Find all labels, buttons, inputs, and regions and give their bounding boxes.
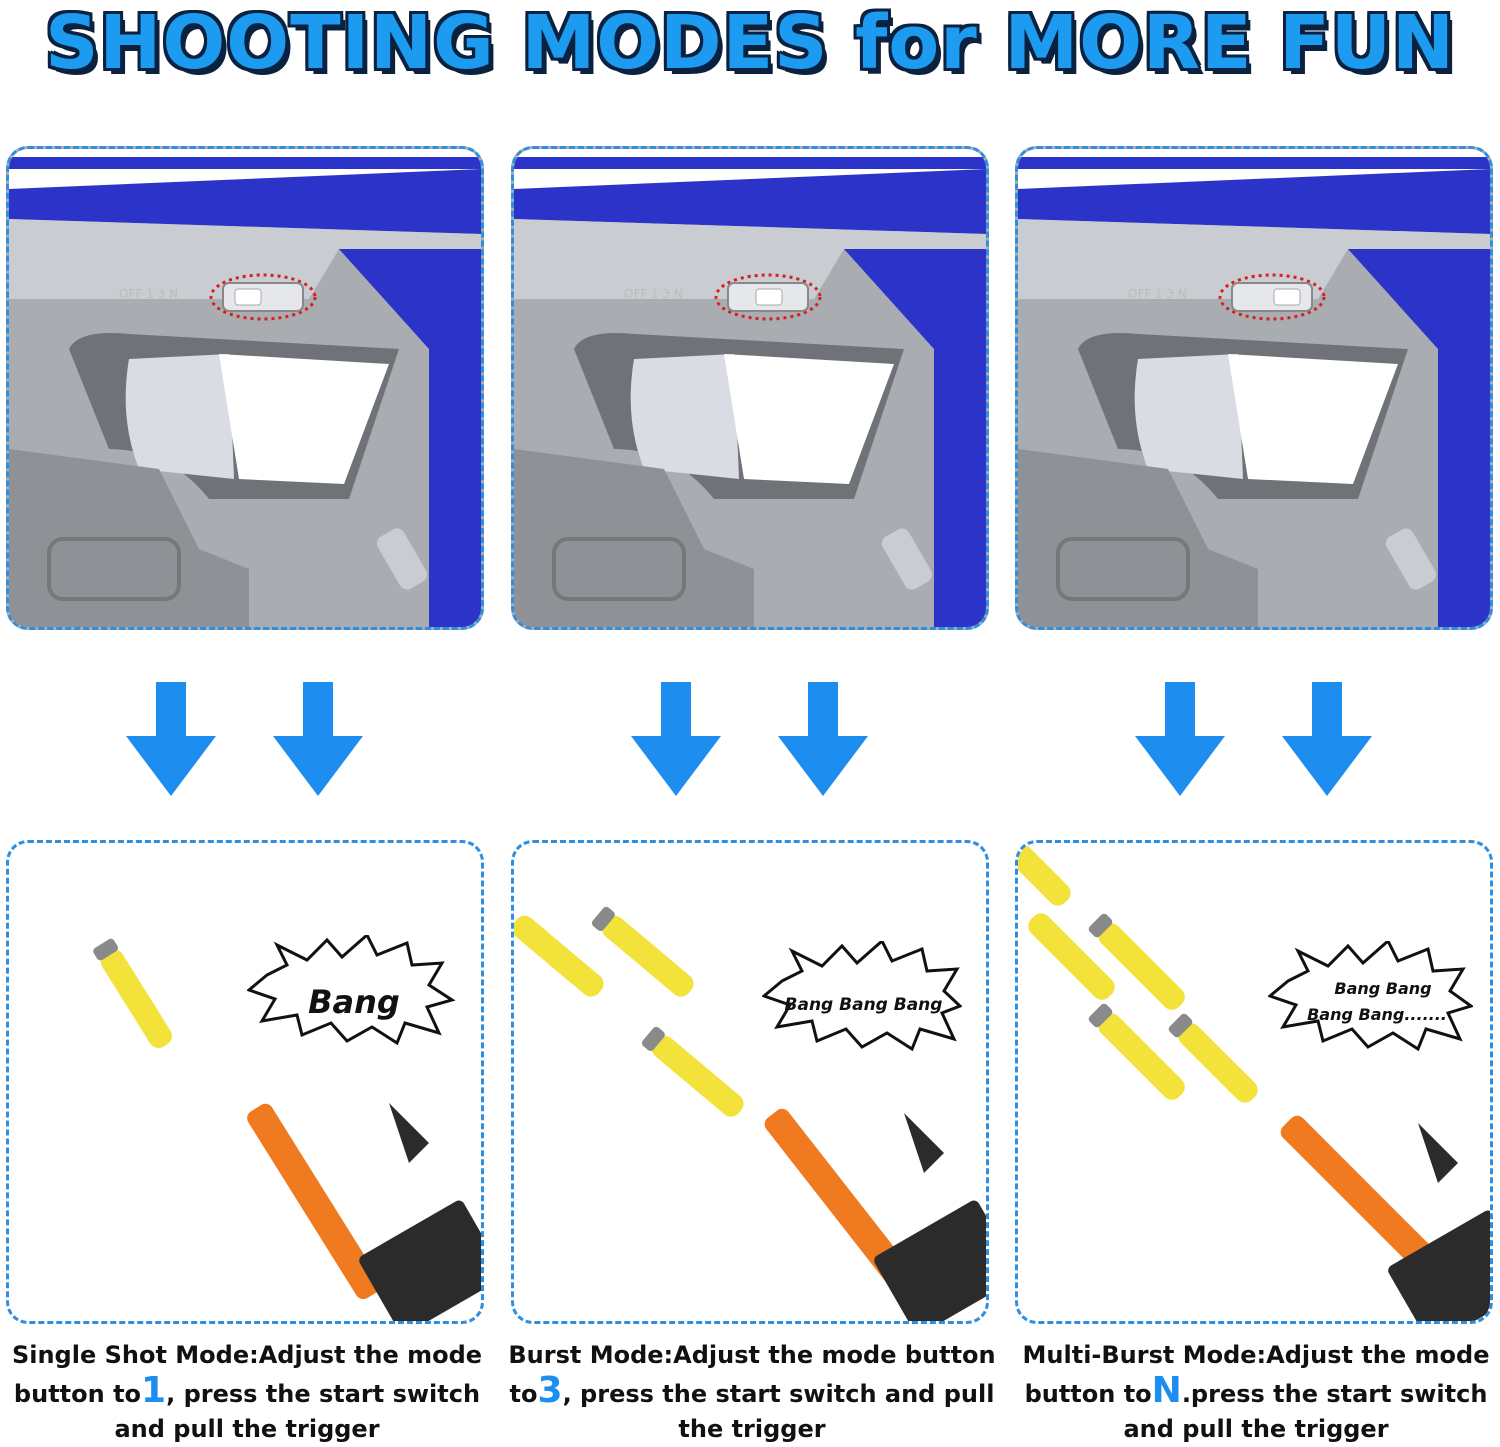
mode-column-burst: OFF 1 3 N Bang Bang Bang Burst Mode:Adju… xyxy=(508,0,996,1443)
mode-caption: Burst Mode:Adjust the mode button to3, p… xyxy=(505,1338,999,1447)
blaster-icon xyxy=(9,149,481,627)
firing-illustration-panel: Bang Bang Bang Bang....... xyxy=(1015,840,1493,1324)
blaster-closeup-panel: OFF 1 3 N xyxy=(511,146,989,630)
mode-number: 1 xyxy=(141,1370,167,1411)
caption-text: , press the start switch and pull the tr… xyxy=(562,1380,995,1443)
bang-text: Bang xyxy=(308,983,400,1021)
bang-burst-icon xyxy=(247,935,456,1045)
mode-number: 3 xyxy=(537,1370,563,1411)
firing-illustration-panel: Bang xyxy=(6,840,484,1324)
mode-column-single: OFF 1 3 N Bang Single Shot Mode:Adjust t… xyxy=(6,0,488,1443)
blaster-closeup-panel: OFF 1 3 N xyxy=(1015,146,1493,630)
firing-illustration-panel: Bang Bang Bang xyxy=(511,840,989,1324)
dart-icon xyxy=(93,938,481,1321)
mode-number: N xyxy=(1151,1370,1182,1411)
blaster-icon xyxy=(1018,149,1490,627)
dart-icon xyxy=(1018,843,1490,1321)
caption-text: , press the start switch and pull the tr… xyxy=(114,1380,481,1443)
dart-icon xyxy=(514,906,986,1321)
mode-caption: Single Shot Mode:Adjust the mode button … xyxy=(0,1338,494,1447)
arrow-down-icon xyxy=(631,682,868,796)
mode-column-multi-burst: OFF 1 3 N Bang Bang Bang Bang....... Mul… xyxy=(1015,0,1497,1443)
bang-burst-icon xyxy=(762,941,962,1051)
blaster-closeup-panel: OFF 1 3 N xyxy=(6,146,484,630)
bang-text: Bang Bang....... xyxy=(1307,1005,1447,1024)
mode-switch-label: OFF 1 3 N xyxy=(1128,287,1187,301)
bang-burst-icon xyxy=(1268,941,1473,1051)
caption-text: .press the start switch and pull the tri… xyxy=(1123,1380,1488,1443)
page-title: SHOOTING MODES for MORE FUN xyxy=(45,0,1455,86)
bang-text: Bang Bang xyxy=(1334,979,1432,998)
caption-text: Multi-Burst Mode:Adjust the mode button … xyxy=(1022,1341,1490,1408)
mode-caption: Multi-Burst Mode:Adjust the mode button … xyxy=(1009,1338,1500,1447)
arrow-down-icon xyxy=(1135,682,1372,796)
caption-text: Single Shot Mode:Adjust the mode button … xyxy=(11,1341,483,1408)
arrow-down-icon xyxy=(126,682,363,796)
bang-text: Bang Bang Bang xyxy=(784,995,943,1015)
blaster-icon xyxy=(514,149,986,627)
mode-switch-label: OFF 1 3 N xyxy=(624,287,683,301)
caption-text: Burst Mode:Adjust the mode button to xyxy=(508,1341,996,1408)
mode-switch-label: OFF 1 3 N xyxy=(119,287,178,301)
